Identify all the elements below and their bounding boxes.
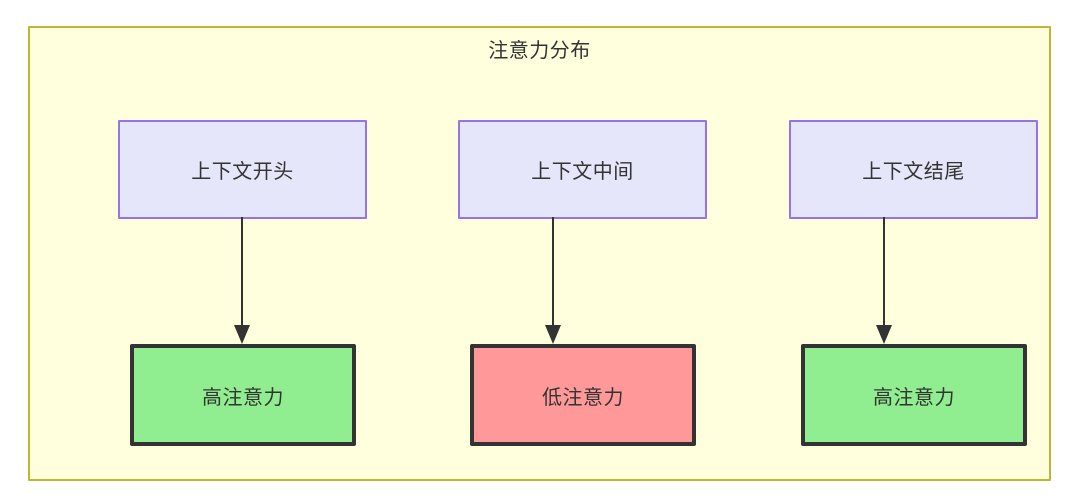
node-context-end-label: 上下文结尾: [862, 161, 965, 183]
node-high-attention-end[interactable]: 高注意力: [801, 344, 1027, 446]
node-context-beginning-label: 上下文开头: [191, 161, 294, 183]
node-context-middle-label: 上下文中间: [531, 161, 634, 183]
node-low-attention-middle-label: 低注意力: [542, 386, 624, 409]
edge-beginning-to-high: [234, 217, 250, 344]
node-context-middle[interactable]: 上下文中间: [458, 120, 707, 219]
node-context-end[interactable]: 上下文结尾: [789, 120, 1038, 219]
edge-end-to-high: [876, 217, 892, 344]
edge-middle-to-low: [545, 217, 561, 344]
node-high-attention-beginning[interactable]: 高注意力: [130, 344, 356, 446]
node-high-attention-beginning-label: 高注意力: [202, 386, 284, 409]
node-context-beginning[interactable]: 上下文开头: [118, 120, 367, 219]
node-high-attention-end-label: 高注意力: [873, 386, 955, 409]
node-low-attention-middle[interactable]: 低注意力: [470, 344, 696, 446]
subgraph-title: 注意力分布: [488, 40, 591, 62]
attention-distribution-subgraph: 注意力分布 上下文开头 上下文中间 上下文结尾 高注意力 低注意力 高注意力: [28, 26, 1051, 481]
